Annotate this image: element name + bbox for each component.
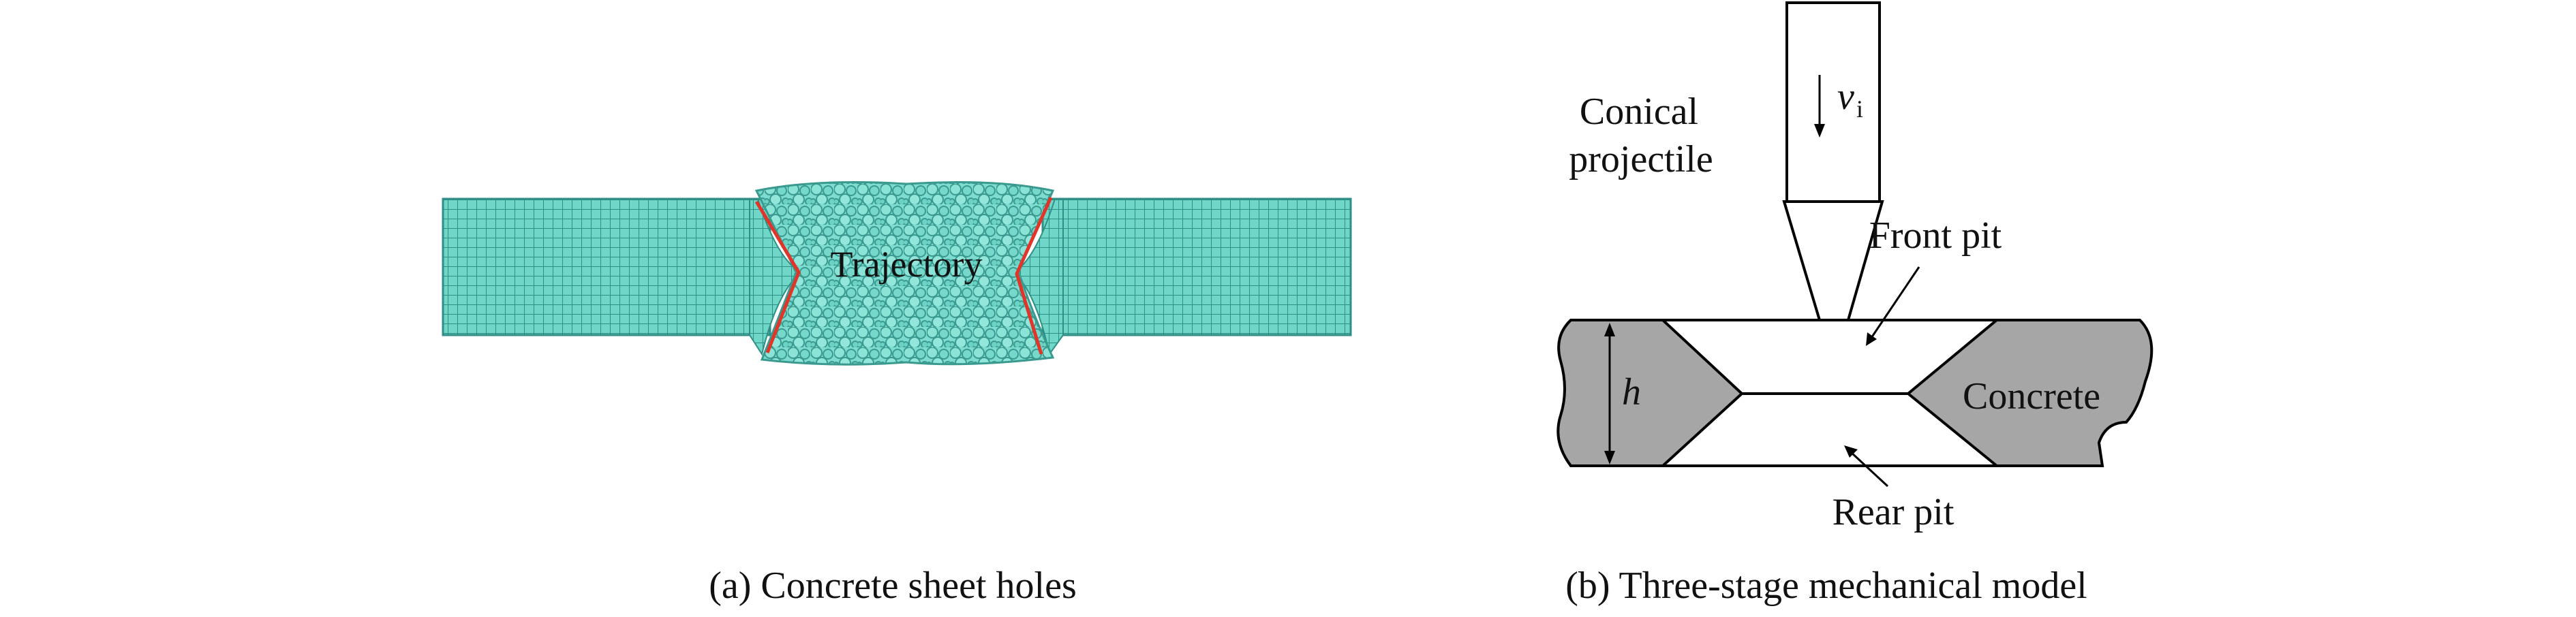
front-pit-label: Front pit xyxy=(1869,215,2002,257)
thickness-arrow-bottom xyxy=(1604,451,1615,464)
projectile-label-line2: projectile xyxy=(1569,138,1713,180)
velocity-symbol: v xyxy=(1837,76,1854,118)
rear-pit-arrow xyxy=(1850,451,1889,488)
projectile-body xyxy=(1785,1,1881,203)
panel-b: Conical projectile v i h Concrete Front … xyxy=(1557,1,2153,607)
caption-a: (a) Concrete sheet holes xyxy=(709,565,1077,607)
velocity-arrowhead xyxy=(1814,124,1825,138)
left-mesh-block xyxy=(442,197,771,336)
front-pit-arrow xyxy=(1870,266,1920,338)
projectile-cone xyxy=(1782,200,1884,321)
thickness-arrow-top xyxy=(1604,323,1615,336)
panel-a: Trajectory (a) Concrete sheet holes xyxy=(442,181,1352,607)
concrete-label: Concrete xyxy=(1963,375,2100,417)
velocity-subscript: i xyxy=(1856,95,1863,123)
right-crack-line xyxy=(1015,196,1053,355)
particle-zone xyxy=(754,181,1055,366)
rear-pit-label: Rear pit xyxy=(1833,491,1954,533)
projectile-label-line1: Conical xyxy=(1580,91,1698,133)
front-pit-arrowhead xyxy=(1866,332,1877,346)
trajectory-label: Trajectory xyxy=(831,244,983,285)
right-concrete-block xyxy=(1905,319,2153,467)
rear-pit-arrowhead xyxy=(1844,445,1858,458)
left-concrete-block xyxy=(1557,319,1744,467)
left-crack-line xyxy=(754,200,801,353)
caption-b: (b) Three-stage mechanical model xyxy=(1565,565,2087,607)
right-mesh-block xyxy=(1041,197,1352,336)
thickness-symbol: h xyxy=(1622,371,1641,413)
